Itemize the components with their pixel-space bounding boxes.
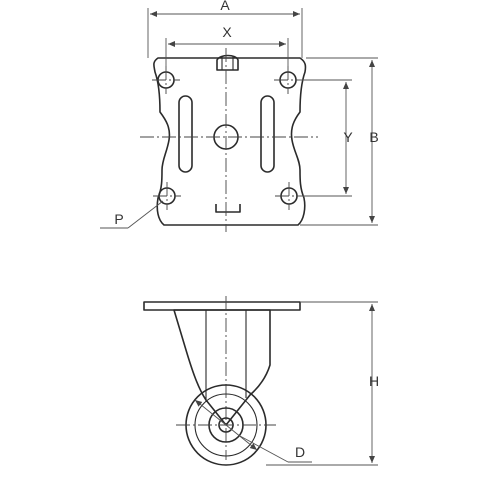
label-b: B — [369, 129, 378, 145]
label-h: H — [369, 373, 379, 389]
label-d: D — [295, 444, 305, 460]
side-top-plate — [143, 301, 301, 311]
top-nut — [216, 54, 239, 71]
mounting-plate-outline — [153, 57, 307, 226]
top-view — [100, 8, 378, 232]
label-a: A — [220, 0, 230, 13]
leader-p — [127, 200, 164, 229]
label-x: X — [222, 24, 232, 40]
label-y: Y — [343, 129, 353, 145]
slot-right — [260, 95, 275, 173]
bottom-stud — [215, 204, 241, 213]
slot-left — [178, 95, 193, 173]
leader-d — [239, 435, 289, 463]
label-p: P — [114, 211, 123, 227]
side-view — [143, 296, 378, 466]
